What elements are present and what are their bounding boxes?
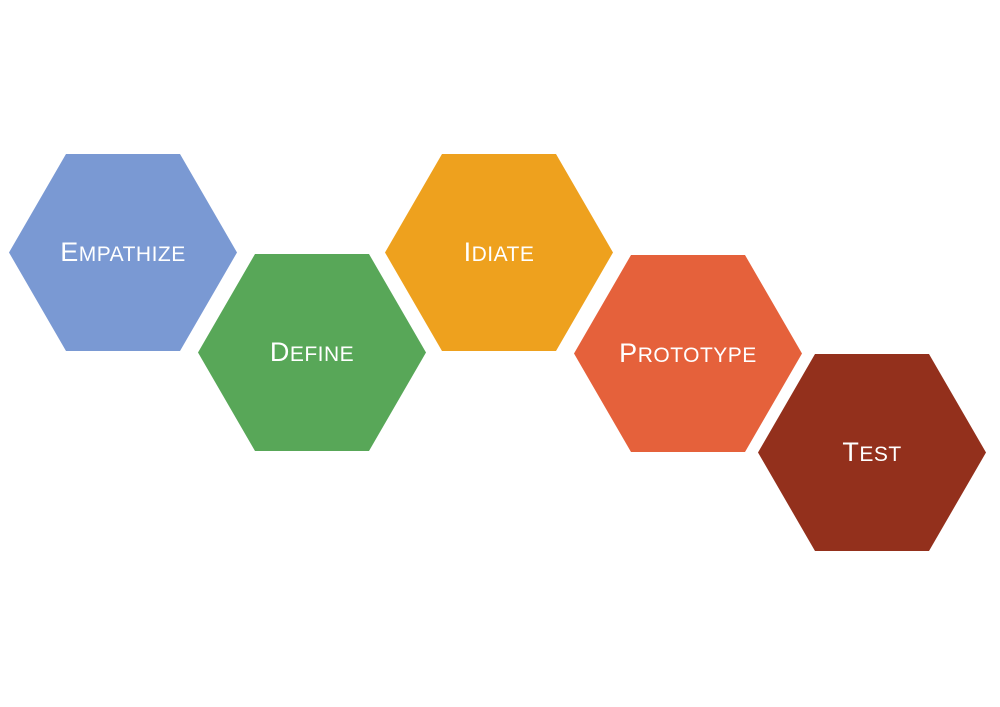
hexagon-idiate-label: IDIATE — [463, 237, 535, 267]
hexagon-empathize: EMPATHIZE — [9, 154, 237, 351]
hexagon-define: DEFINE — [198, 254, 426, 451]
hexagon-empathize-label: EMPATHIZE — [60, 237, 186, 267]
hexagon-prototype: PROTOTYPE — [574, 255, 802, 452]
hexagon-define-label: DEFINE — [269, 337, 355, 367]
hexagon-test: TEST — [758, 354, 986, 551]
hexagon-test-label: TEST — [842, 437, 902, 467]
hexagon-idiate: IDIATE — [385, 154, 613, 351]
hexagon-prototype-label: PROTOTYPE — [619, 338, 757, 368]
